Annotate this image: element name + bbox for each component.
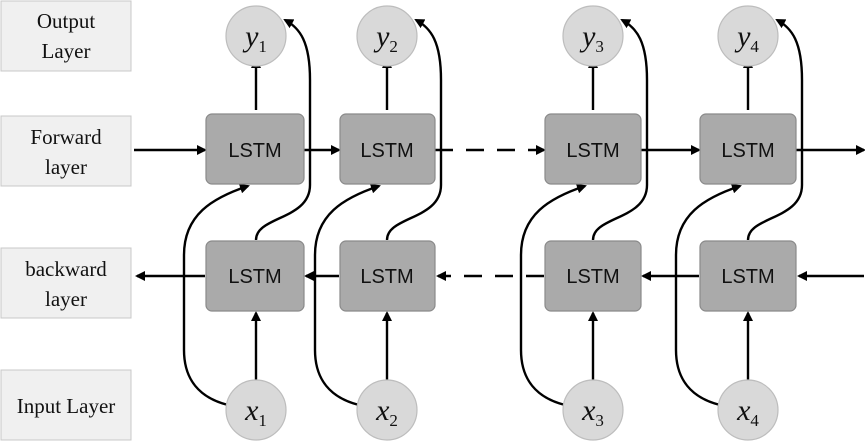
input-node (562, 379, 624, 441)
backward-layer-label: backward layer (0, 247, 132, 319)
input-to-forward-arrow (313, 183, 381, 407)
input-node-label: x2 (375, 394, 398, 430)
output-node (225, 5, 287, 67)
column-2: LSTM LSTM y2 x2 (313, 5, 443, 441)
input-node (225, 379, 287, 441)
input-to-forward-arrow (519, 183, 587, 407)
forward-lstm-cell (544, 113, 642, 185)
column-1: LSTM LSTM y1 x1 (182, 5, 312, 441)
input-to-forward-arrow (182, 183, 250, 407)
forward-layer-label: Forward layer (0, 115, 132, 187)
forward-lstm-cell (339, 113, 436, 185)
output-node-label: y4 (734, 20, 759, 56)
input-to-forward-arrow (674, 183, 742, 407)
backward-lstm-cell (339, 240, 436, 312)
output-layer-label-line1: Output (37, 9, 96, 33)
backward-lstm-cell (544, 240, 642, 312)
output-node (562, 5, 624, 67)
forward-lstm-label: LSTM (721, 140, 774, 162)
backward-lstm-cell (699, 240, 797, 312)
forward-lstm-cell (205, 113, 305, 185)
backward-layer-label-line1: backward (25, 257, 107, 281)
output-layer-label: Output Layer (0, 0, 132, 72)
backward-layer-label-line2: layer (45, 287, 87, 311)
backward-lstm-label: LSTM (721, 266, 774, 288)
input-node-label: x4 (736, 394, 759, 430)
backward-to-output-arrow (385, 18, 443, 241)
backward-to-output-arrow (746, 18, 804, 241)
column-4: LSTM LSTM y4 x4 (674, 5, 804, 441)
output-layer-label-line2: Layer (42, 39, 91, 63)
input-node (356, 379, 418, 441)
backward-to-output-arrow (254, 18, 312, 241)
input-node (717, 379, 779, 441)
output-node (717, 5, 779, 67)
backward-lstm-cell (205, 240, 305, 312)
output-node-label: y1 (242, 20, 267, 56)
forward-layer-label-line1: Forward (30, 125, 102, 149)
forward-layer-label-line2: layer (45, 155, 87, 179)
backward-lstm-label: LSTM (228, 266, 281, 288)
input-node-label: x1 (244, 394, 267, 430)
input-layer-label: Input Layer (0, 369, 132, 441)
backward-lstm-label: LSTM (360, 266, 413, 288)
backward-lstm-label: LSTM (566, 266, 619, 288)
output-node-label: y3 (579, 20, 604, 56)
forward-lstm-label: LSTM (566, 140, 619, 162)
forward-lstm-cell (699, 113, 797, 185)
backward-to-output-arrow (591, 18, 649, 241)
forward-lstm-label: LSTM (228, 140, 281, 162)
output-node (356, 5, 418, 67)
column-3: LSTM LSTM y3 x3 (519, 5, 649, 441)
output-node-label: y2 (373, 20, 398, 56)
forward-lstm-label: LSTM (360, 140, 413, 162)
input-node-label: x3 (581, 394, 604, 430)
input-layer-label-line1: Input Layer (17, 394, 116, 418)
